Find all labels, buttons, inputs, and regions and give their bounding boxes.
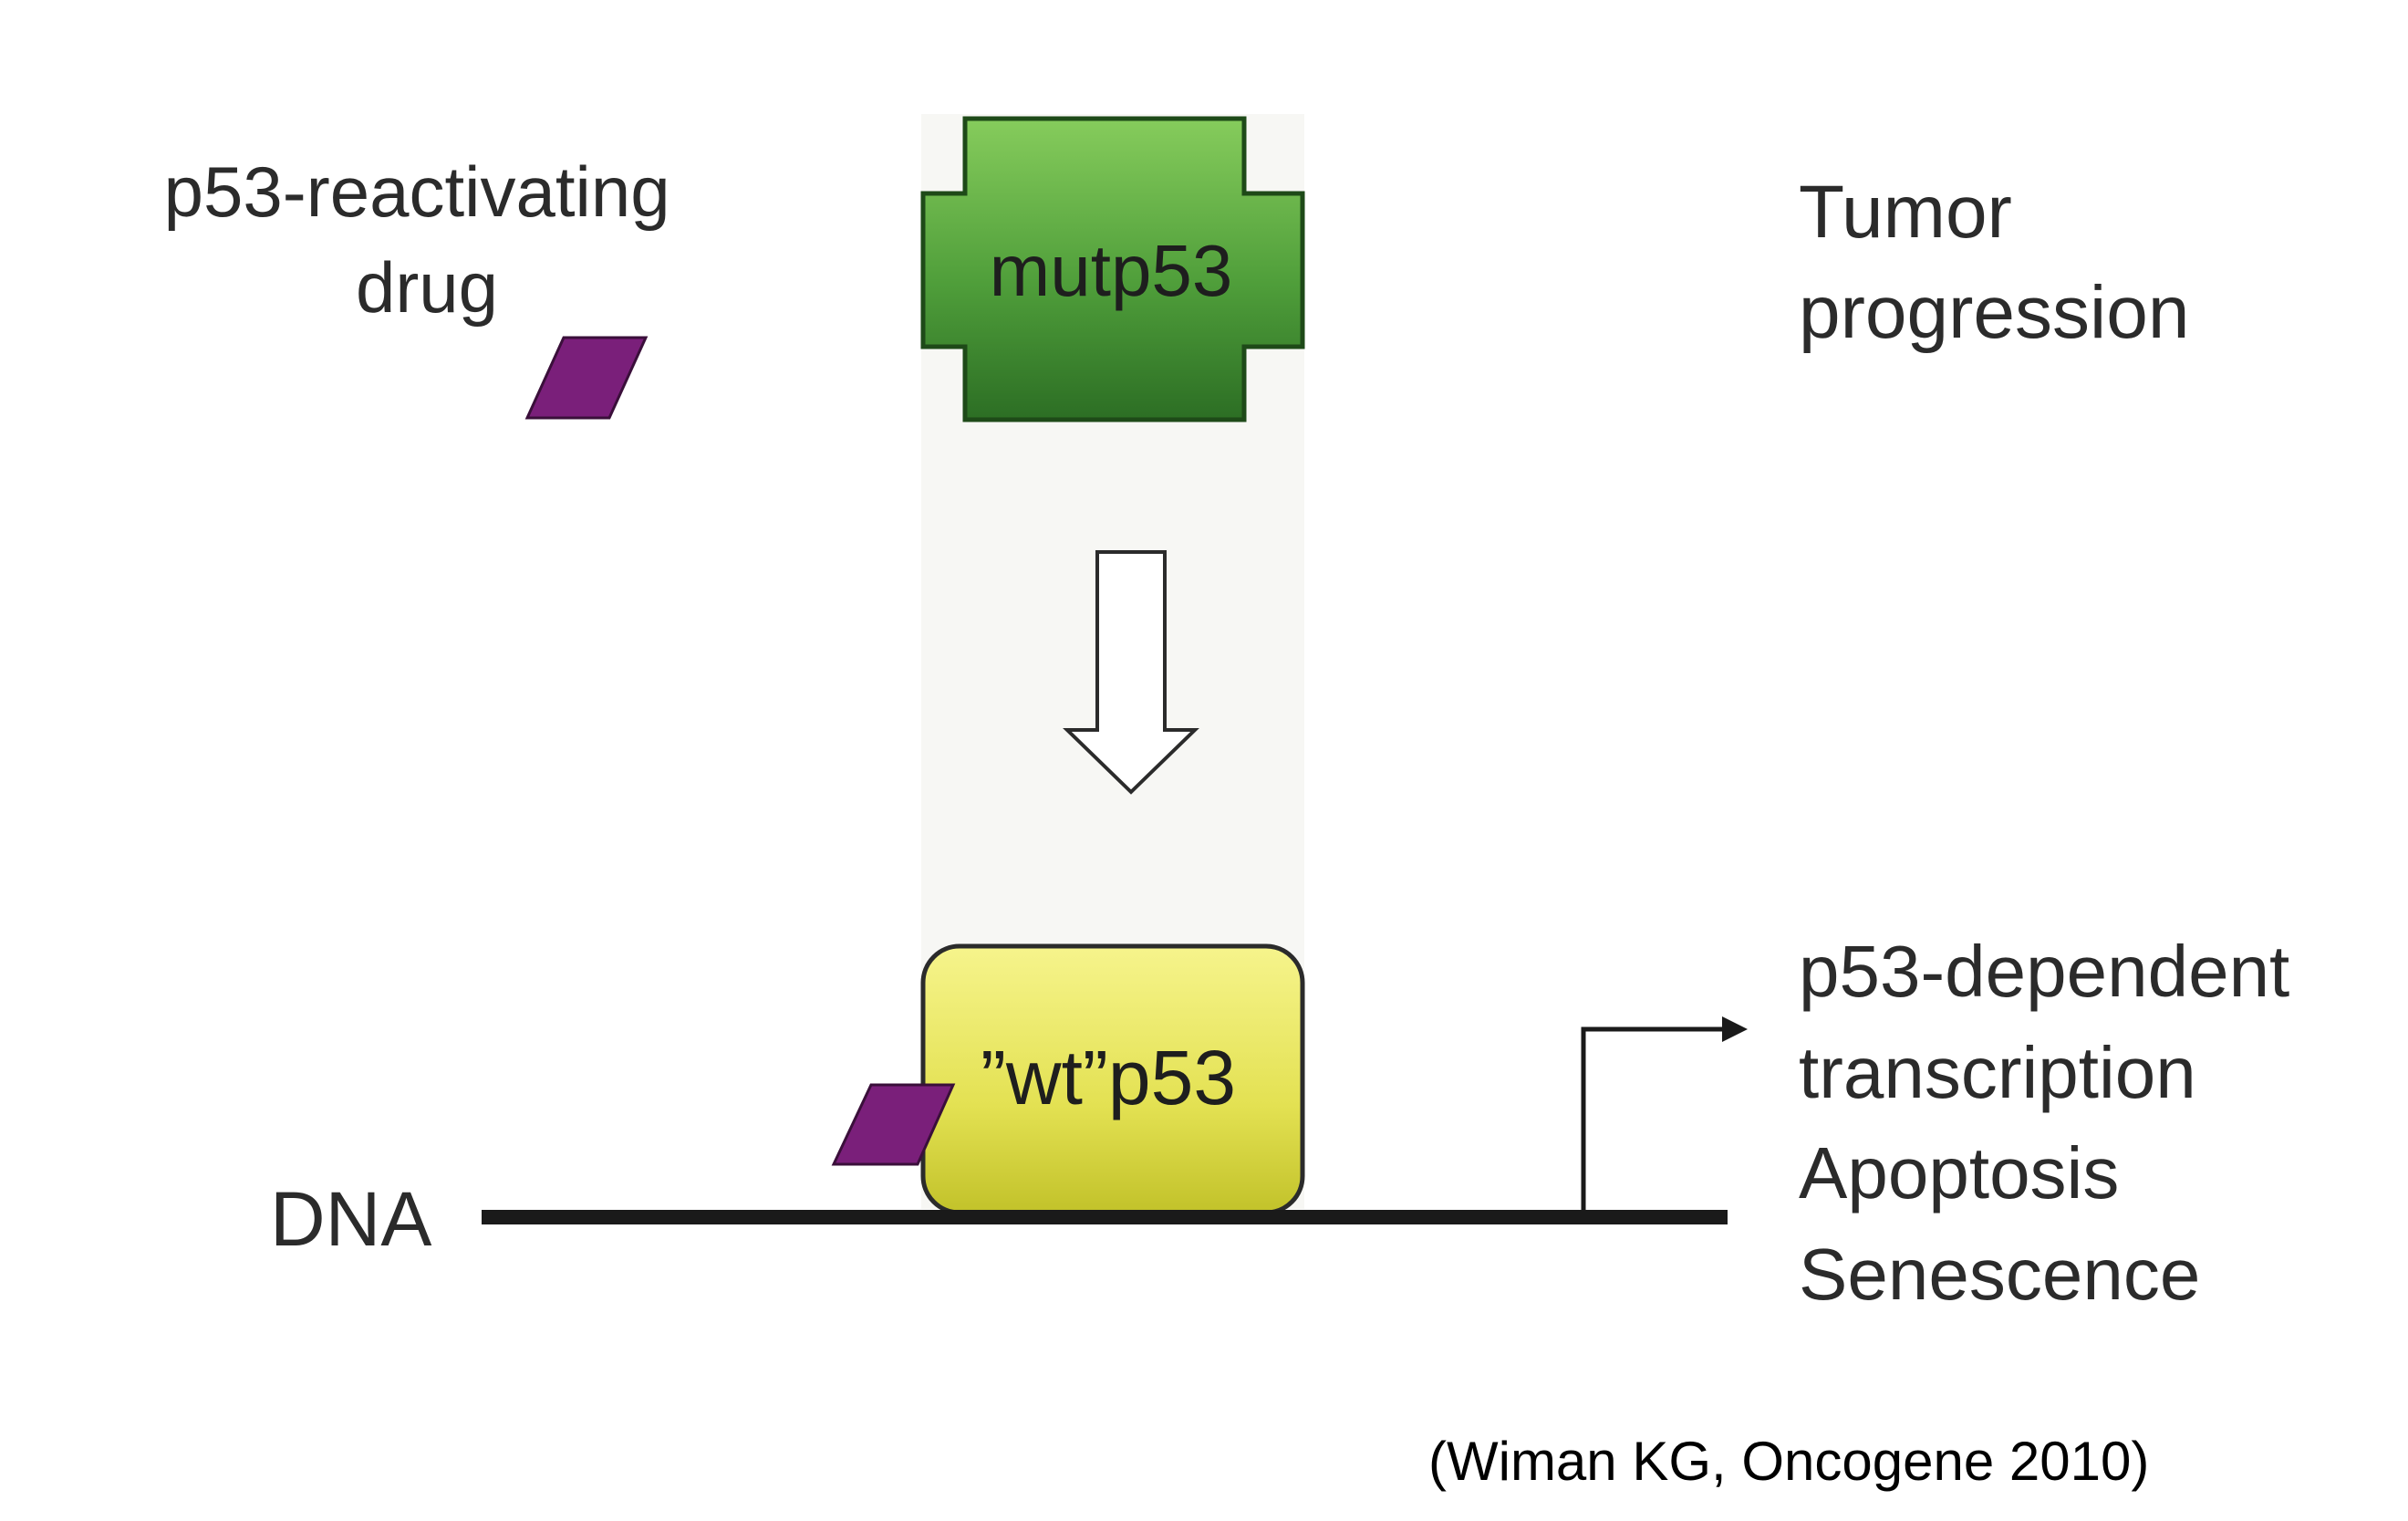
- drug-molecule: [524, 336, 649, 420]
- transcription-arrow: [1581, 1026, 1724, 1214]
- down-arrow: [1063, 550, 1199, 795]
- bound-drug-molecule: [831, 1083, 956, 1166]
- mutp53-shape: [920, 116, 1305, 422]
- wtp53-label: ”wt”p53: [981, 1035, 1236, 1120]
- mutp53-label: mutp53: [990, 230, 1233, 311]
- dna-strand: [482, 1210, 1728, 1224]
- dna-label: DNA: [270, 1176, 431, 1262]
- drug-label: p53-reactivating drug: [164, 151, 690, 328]
- outcome-label: p53-dependent transcription Apoptosis Se…: [1799, 931, 2310, 1315]
- citation: (Wiman KG, Oncogene 2010): [1428, 1431, 2149, 1492]
- tumor-progression-label: Tumor progression: [1799, 171, 2189, 354]
- transcription-arrowhead: [1722, 1016, 1748, 1042]
